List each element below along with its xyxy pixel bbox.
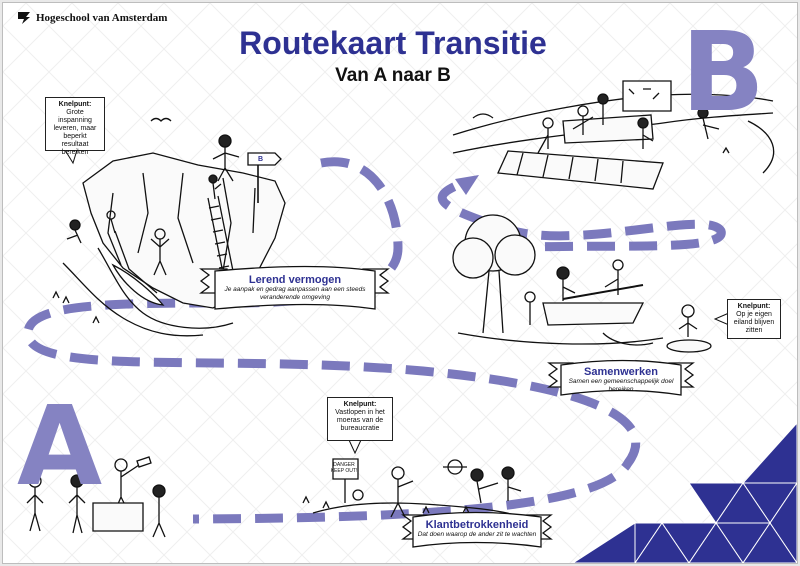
bubble-title: Knelpunt: <box>58 101 92 108</box>
bubble-knelpunt-3: Knelpunt: Vastlopen in het moeras van de… <box>327 397 393 441</box>
danger-sign: DANGER KEEP OUT! <box>330 462 358 474</box>
start-group-scene <box>26 456 166 538</box>
route-path-upper <box>437 178 726 253</box>
collaboration-scene <box>452 214 712 353</box>
triangle-pattern <box>572 422 797 563</box>
stage-title: Lerend vermogen <box>248 274 342 286</box>
stage-lerend-vermogen: Lerend vermogen Je aanpak en gedrag aanp… <box>217 274 373 302</box>
stage-title: Klantbetrokkenheid <box>425 519 529 531</box>
hva-logo: Hogeschool van Amsterdam <box>17 11 167 25</box>
stage-klantbetrokkenheid: Klantbetrokkenheid Dat doen waarop de an… <box>415 519 539 539</box>
stage-samenwerken: Samenwerken Samen een gemeenschappelijk … <box>563 366 679 394</box>
raft-scene <box>452 80 775 190</box>
stage-title: Samenwerken <box>584 366 658 378</box>
banner-ribbons <box>199 265 695 548</box>
stage-subtitle: Je aanpak en gedrag aanpassen aan een st… <box>224 286 366 301</box>
route-arrow-head <box>455 175 479 195</box>
route-path <box>23 157 641 524</box>
bubble-text: Grote inspanning leveren, maar beperkt r… <box>53 109 97 156</box>
logo-text: Hogeschool van Amsterdam <box>36 12 168 24</box>
bubble-title: Knelpunt: <box>343 401 377 408</box>
hva-logo-icon <box>18 12 30 24</box>
signpost-label: B <box>258 156 264 163</box>
route-map-illustration <box>3 3 797 563</box>
stage-subtitle: Dat doen waarop de ander zit te wachten <box>417 531 537 538</box>
swamp-scene <box>302 458 537 534</box>
bubble-knelpunt-2: Knelpunt: Op je eigen eiland blijven zit… <box>727 299 781 339</box>
bubble-knelpunt-1: Knelpunt: Grote inspanning leveren, maar… <box>45 97 105 156</box>
bubble-title: Knelpunt: <box>737 303 771 310</box>
start-marker: A <box>17 382 103 510</box>
end-marker: B <box>681 8 765 136</box>
stage-subtitle: Samen een gemeenschappelijk doel bereike… <box>568 378 674 393</box>
page-title: Routekaart Transitie <box>239 25 547 61</box>
bubble-text: Op je eigen eiland blijven zitten <box>733 311 775 334</box>
page-subtitle: Van A naar B <box>335 65 451 86</box>
bubble-text: Vastlopen in het moeras van de bureaucra… <box>335 409 385 432</box>
